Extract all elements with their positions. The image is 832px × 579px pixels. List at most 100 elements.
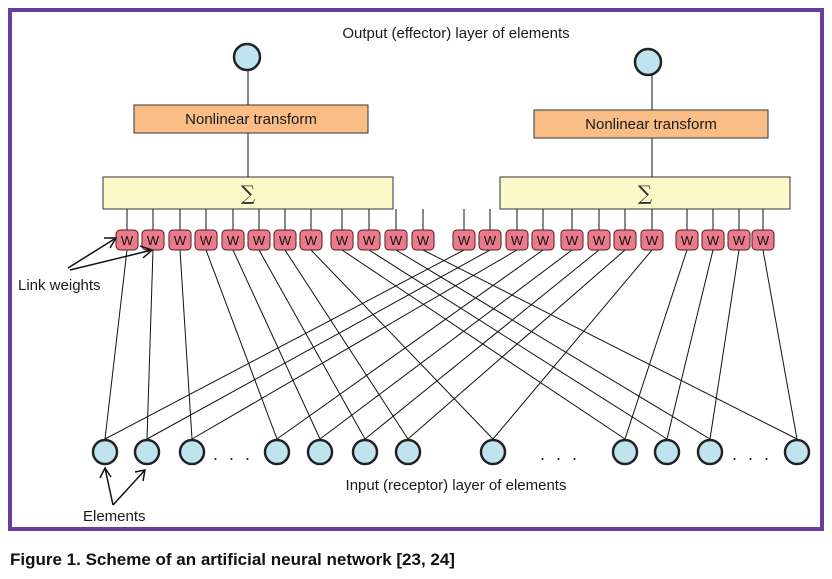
input-ellipsis-1: . . .: [213, 444, 253, 464]
link-weights-arrows: [67, 237, 154, 271]
weight-box: W: [221, 229, 245, 251]
input-layer-label: Input (receptor) layer of elements: [346, 477, 567, 494]
weight-label: W: [733, 233, 746, 248]
weight-label: W: [363, 233, 376, 248]
input-node: [611, 438, 639, 466]
weight-input-line: [276, 249, 544, 440]
weight-box: W: [587, 229, 611, 251]
weight-label: W: [279, 233, 292, 248]
connection-lines: [104, 209, 798, 440]
weight-label: W: [390, 233, 403, 248]
weight-input-line: [146, 249, 154, 440]
weight-input-line: [666, 249, 714, 440]
input-ellipsis-2: . . .: [540, 444, 580, 464]
input-ellipsis-3: . . .: [732, 444, 772, 464]
weight-box: W: [613, 229, 637, 251]
weight-label: W: [646, 233, 659, 248]
weight-input-line: [492, 249, 653, 440]
weight-box: W: [751, 229, 775, 251]
input-node: [696, 438, 724, 466]
weight-input-line: [179, 249, 193, 440]
weight-box: W: [411, 229, 435, 251]
weight-box: W: [452, 229, 476, 251]
weight-label: W: [253, 233, 266, 248]
elements-label: Elements: [83, 508, 146, 525]
weight-box: W: [247, 229, 271, 251]
input-node: [263, 438, 291, 466]
transform-block-right: [533, 109, 769, 139]
weight-input-line: [395, 249, 711, 440]
weight-label: W: [757, 233, 770, 248]
weight-input-line: [762, 249, 798, 440]
weight-label: W: [417, 233, 430, 248]
weight-box: W: [194, 229, 218, 251]
weight-label: W: [200, 233, 213, 248]
sum-block-left: [102, 176, 394, 210]
weight-input-line: [368, 249, 668, 440]
weight-input-line: [232, 249, 321, 440]
weight-input-line: [104, 249, 465, 440]
weight-box: W: [357, 229, 381, 251]
input-node: [133, 438, 161, 466]
weight-input-line: [284, 249, 409, 440]
weight-input-line: [422, 249, 798, 440]
weight-label: W: [511, 233, 524, 248]
input-node: [783, 438, 811, 466]
weight-label: W: [147, 233, 160, 248]
weight-box: W: [531, 229, 555, 251]
weight-label: W: [336, 233, 349, 248]
weight-input-line: [319, 249, 573, 440]
output-node-left: [232, 42, 262, 72]
transform-label-right: Nonlinear transform: [585, 116, 717, 133]
weight-label: W: [537, 233, 550, 248]
input-node: [306, 438, 334, 466]
elements-arrows: [99, 466, 146, 506]
weight-label: W: [174, 233, 187, 248]
weight-input-line: [407, 249, 626, 440]
weight-input-line: [709, 249, 740, 440]
sum-symbol-right: ∑: [638, 181, 653, 205]
weight-label: W: [227, 233, 240, 248]
weight-box: W: [478, 229, 502, 251]
weight-box: W: [675, 229, 699, 251]
input-node: [178, 438, 206, 466]
weight-input-line: [341, 249, 626, 440]
weight-box: W: [384, 229, 408, 251]
weight-input-line: [104, 249, 128, 440]
weight-input-line: [310, 249, 494, 440]
figure-caption: Figure 1. Scheme of an artificial neural…: [10, 550, 455, 569]
weight-box: W: [330, 229, 354, 251]
weight-label: W: [681, 233, 694, 248]
weight-label: W: [458, 233, 471, 248]
weight-input-line: [191, 249, 518, 440]
input-node: [394, 438, 422, 466]
weight-label: W: [484, 233, 497, 248]
weight-input-line: [146, 249, 491, 440]
weight-label: W: [121, 233, 134, 248]
weight-label: W: [593, 233, 606, 248]
link-weights-label: Link weights: [18, 277, 101, 294]
weight-label: W: [566, 233, 579, 248]
output-node-right: [633, 47, 663, 77]
transform-label-left: Nonlinear transform: [185, 111, 317, 128]
input-node: [91, 438, 119, 466]
weight-box: W: [115, 229, 139, 251]
weight-label: W: [619, 233, 632, 248]
input-node: [653, 438, 681, 466]
weight-label: W: [305, 233, 318, 248]
weight-box: W: [505, 229, 529, 251]
weight-box: W: [168, 229, 192, 251]
weight-box: W: [560, 229, 584, 251]
weight-box: W: [640, 229, 664, 251]
transform-block-left: [133, 104, 369, 134]
weight-input-line: [205, 249, 278, 440]
sum-block-right: [499, 176, 791, 210]
input-node: [479, 438, 507, 466]
weight-input-line: [624, 249, 688, 440]
input-node: [351, 438, 379, 466]
weight-label: W: [707, 233, 720, 248]
weight-box: W: [727, 229, 751, 251]
output-layer-label: Output (effector) layer of elements: [342, 25, 569, 42]
